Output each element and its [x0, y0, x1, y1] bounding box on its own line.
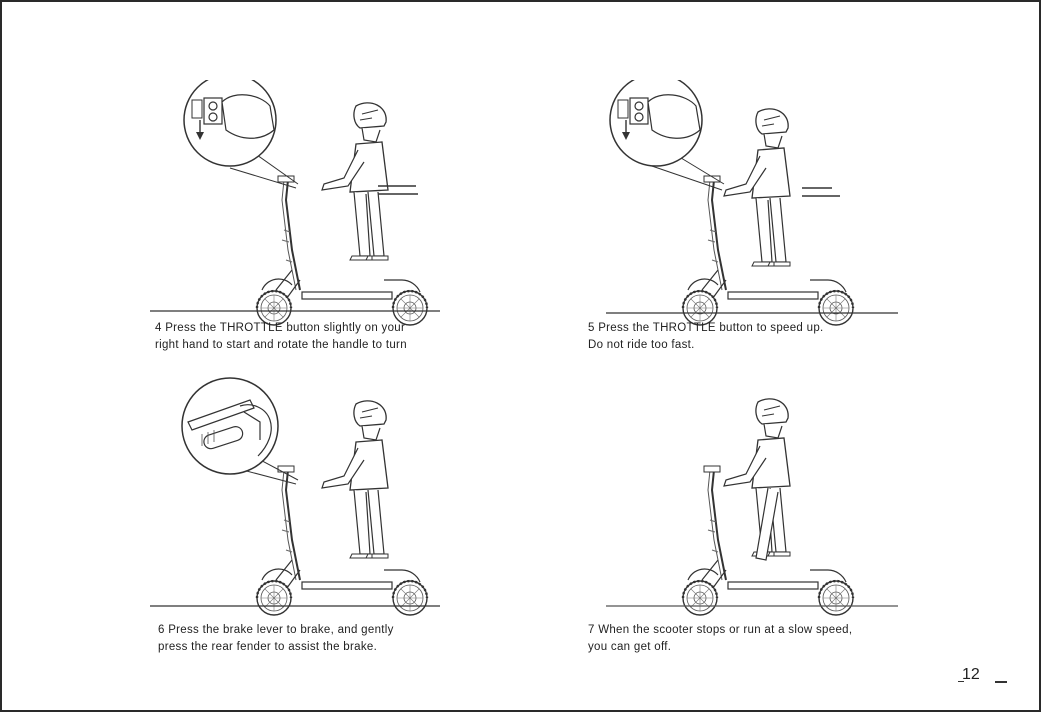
step-5-illustration [606, 80, 916, 330]
step-6-caption: 6 Press the brake lever to brake, and ge… [158, 622, 394, 656]
step-5-caption: 5 Press the THROTTLE button to speed up.… [588, 320, 824, 354]
page-number-dash [995, 681, 1007, 683]
step-7-line-2: you can get off. [588, 641, 672, 653]
page-number: 12 [962, 666, 980, 683]
step-6-line-1: 6 Press the brake lever to brake, and ge… [158, 624, 394, 636]
step-6-line-2: press the rear fender to assist the brak… [158, 641, 378, 653]
step-5-line-2: Do not ride too fast. [588, 339, 695, 351]
step-4-caption: 4 Press the THROTTLE button slightly on … [155, 320, 407, 354]
step-4-line-2: right hand to start and rotate the handl… [155, 339, 407, 351]
step-7-caption: 7 When the scooter stops or run at a slo… [588, 622, 852, 656]
step-5-line-1: 5 Press the THROTTLE button to speed up. [588, 322, 824, 334]
step-4-illustration [150, 80, 460, 330]
step-4-line-1: 4 Press the THROTTLE button slightly on … [155, 322, 406, 334]
step-6-illustration [150, 372, 460, 622]
page-number-tick [958, 681, 964, 682]
step-7-line-1: 7 When the scooter stops or run at a slo… [588, 624, 853, 636]
step-7-illustration [606, 372, 916, 622]
